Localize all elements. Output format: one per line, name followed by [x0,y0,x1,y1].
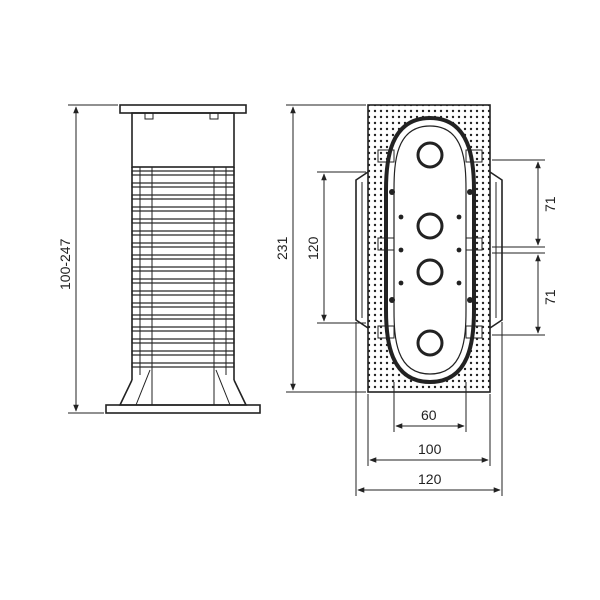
dimension-width-outer: 120 [418,471,442,487]
rib [131,230,235,236]
side-view: 100-247 [57,104,261,414]
rib [131,314,235,320]
rib [131,194,235,200]
dimension-width-mid: 100 [418,441,442,457]
dimension-spacing-lower: 71 [542,289,558,305]
dimension-total-height: 231 [274,236,290,260]
dimension-width-inner: 60 [421,407,437,423]
rib [131,254,235,260]
outlet-holes [416,141,444,357]
rib [131,326,235,332]
dimension-inner-height: 120 [305,236,321,260]
mounting-lugs [377,149,483,339]
rib [131,218,235,224]
rib [131,182,235,188]
rib [131,278,235,284]
rib [131,242,235,248]
dimension-spacing-upper: 71 [542,196,558,212]
rib [131,266,235,272]
rib [131,350,235,356]
telescopic-ribs [131,170,235,368]
rib [131,302,235,308]
dimension-height-range: 100-247 [57,238,73,290]
rib [131,362,235,368]
front-view: 231 120 71 71 60 100 120 [274,104,558,496]
rib [131,206,235,212]
rib [131,290,235,296]
rib [131,338,235,344]
screw-points [389,189,473,303]
rib [131,170,235,176]
